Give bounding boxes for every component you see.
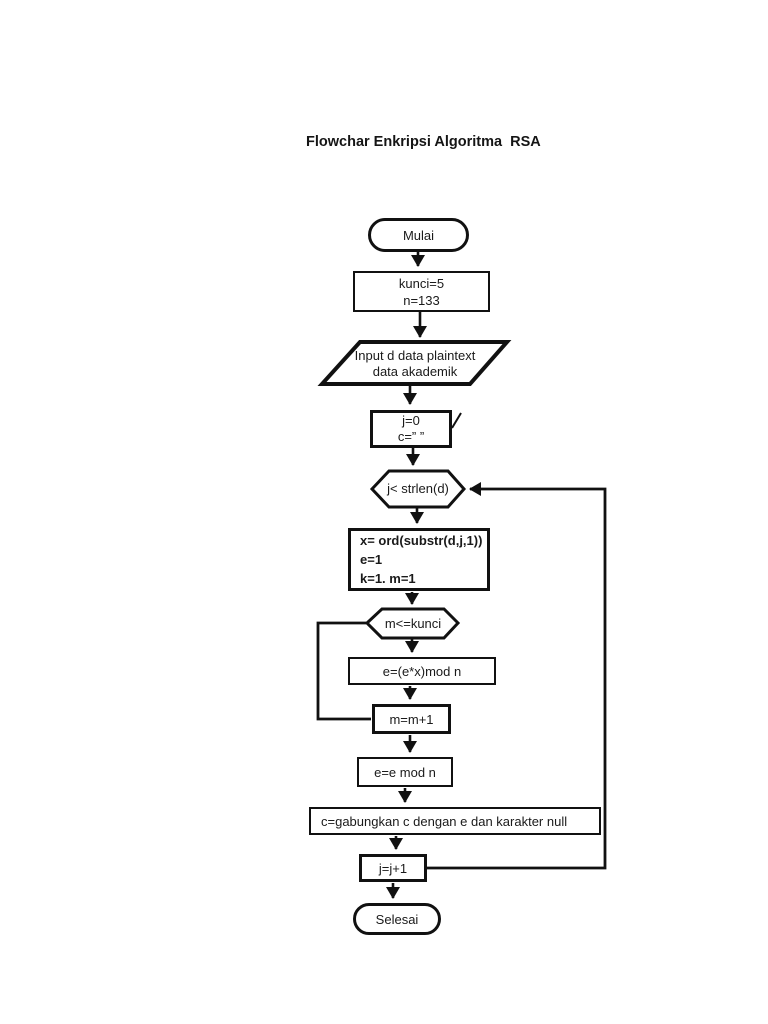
node-multiply: e=(e*x)mod n bbox=[348, 657, 496, 685]
node-init-keys-line1: kunci=5 bbox=[398, 275, 445, 291]
inner-condition-text: m<=kunci bbox=[384, 615, 442, 631]
node-increment-j: j=j+1 bbox=[359, 854, 427, 882]
node-char-setup-line1: x= ord(substr(d,j,1)) bbox=[360, 533, 483, 548]
node-end: Selesai bbox=[353, 903, 441, 935]
node-char-setup: x= ord(substr(d,j,1)) e=1 k=1. m=1 bbox=[348, 528, 490, 591]
node-init-keys: kunci=5 n=133 bbox=[353, 271, 490, 312]
node-char-setup-line2: e=1 bbox=[360, 552, 383, 567]
page-title: Flowchar Enkripsi Algoritma RSA bbox=[306, 134, 541, 150]
node-concat-label: c=gabungkan c dengan e dan karakter null bbox=[321, 813, 568, 829]
node-input-shape bbox=[317, 340, 512, 386]
node-init-loop-line2: c=” ” bbox=[397, 429, 425, 444]
node-end-label: Selesai bbox=[375, 911, 419, 927]
node-init-loop: j=0 c=” ” bbox=[370, 410, 452, 448]
node-init-keys-line2: n=133 bbox=[403, 292, 440, 308]
node-inner-condition-label: m<=kunci bbox=[370, 615, 456, 632]
node-start-label: Mulai bbox=[402, 227, 435, 243]
node-outer-condition-label: j< strlen(d) bbox=[374, 480, 462, 498]
node-start: Mulai bbox=[368, 218, 469, 252]
node-increment-m: m=m+1 bbox=[372, 704, 451, 734]
node-outer-condition-shape bbox=[369, 469, 467, 509]
node-concat: c=gabungkan c dengan e dan karakter null bbox=[309, 807, 601, 835]
node-input-line2: data akademik bbox=[372, 364, 458, 379]
node-input-line1: Input d data plaintext bbox=[354, 348, 476, 363]
feedback-loop-outer bbox=[427, 482, 607, 870]
node-increment-j-label: j=j+1 bbox=[378, 860, 408, 876]
node-init-loop-line1: j=0 bbox=[402, 413, 420, 428]
node-multiply-label: e=(e*x)mod n bbox=[382, 663, 462, 679]
node-char-setup-line3: k=1. m=1 bbox=[360, 571, 416, 586]
node-inner-condition-shape bbox=[364, 607, 461, 640]
feedback-loop-inner bbox=[316, 621, 371, 721]
node-input-label: Input d data plaintext data akademik bbox=[335, 346, 495, 382]
node-modulo: e=e mod n bbox=[357, 757, 453, 787]
outer-condition-text: j< strlen(d) bbox=[387, 481, 449, 496]
stray-tick-mark bbox=[451, 412, 462, 429]
node-modulo-label: e=e mod n bbox=[374, 764, 436, 780]
node-increment-m-label: m=m+1 bbox=[389, 711, 434, 727]
